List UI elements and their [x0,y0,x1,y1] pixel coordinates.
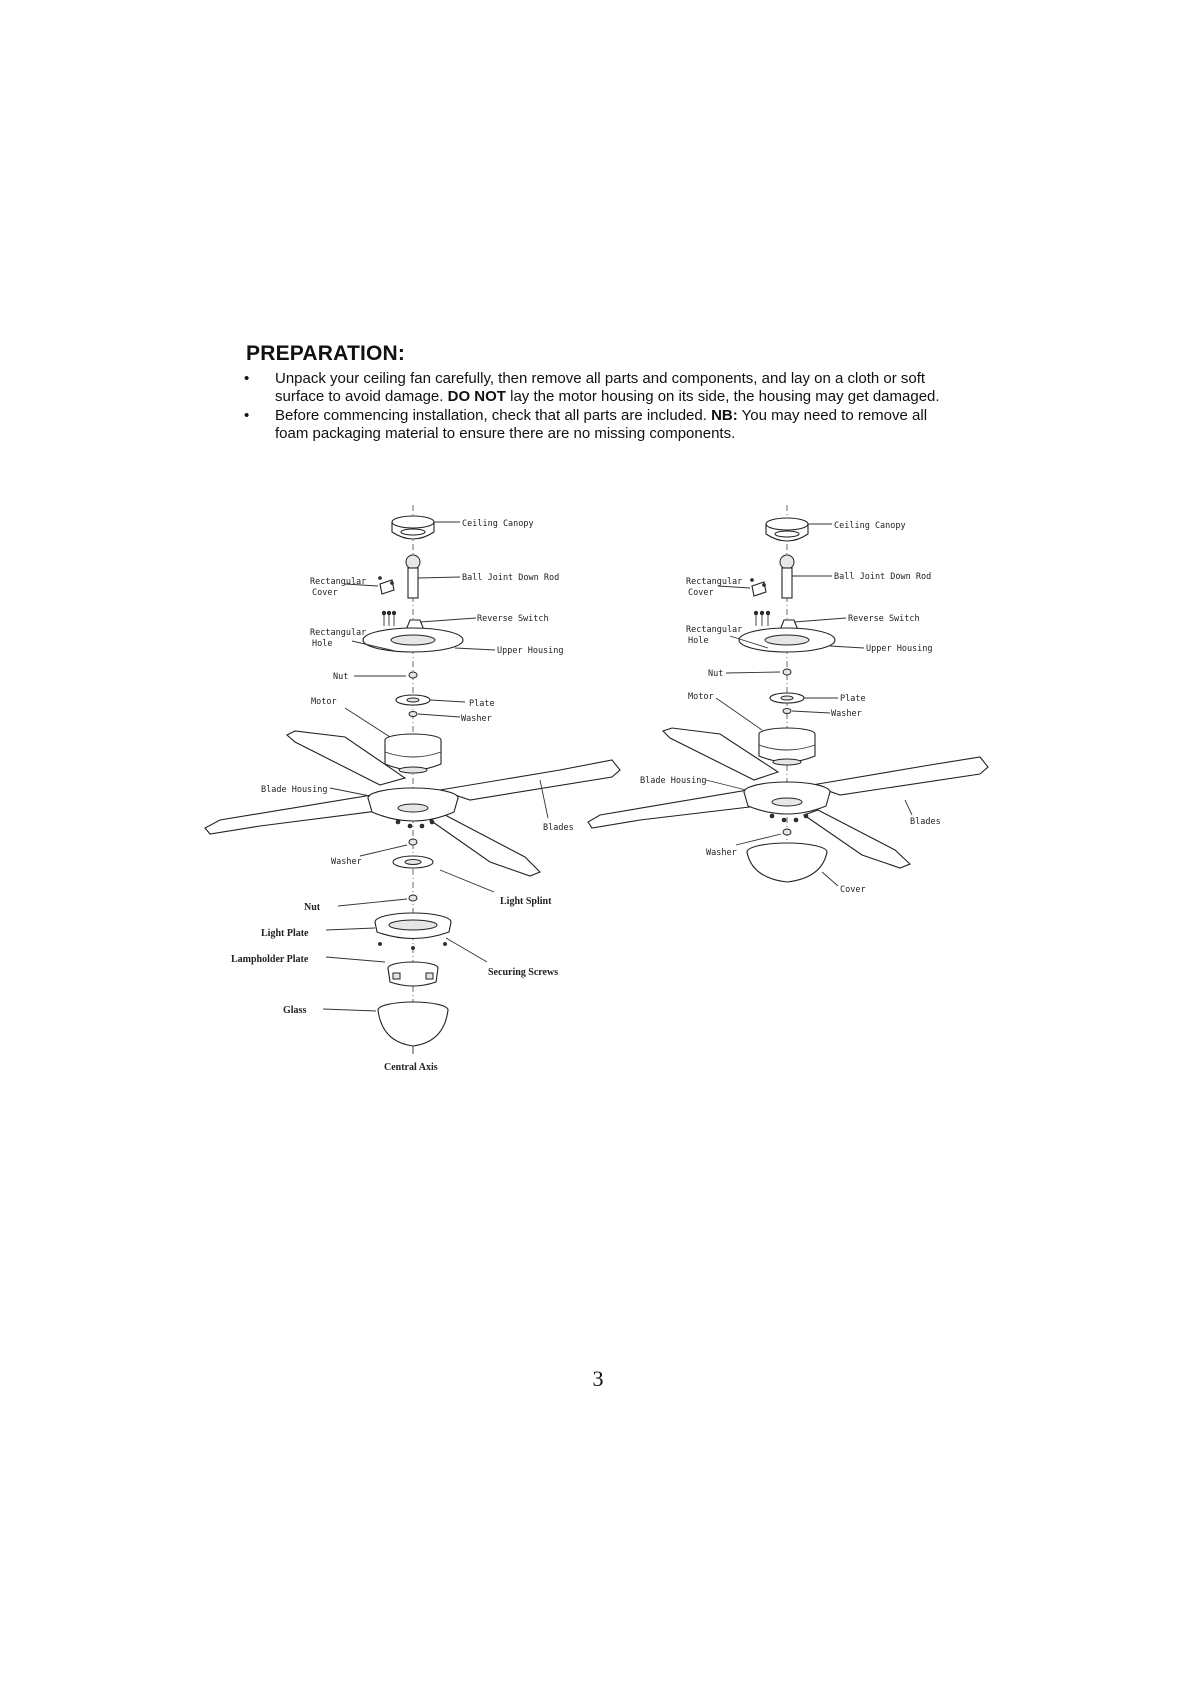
leader-lines [322,521,549,1054]
screws-part [753,610,771,626]
label-rectangular-hole-1: Rectangular [686,625,742,635]
nut-part [782,668,792,676]
bullet-emphasis: NB: [711,407,738,424]
light-plate-part [374,912,452,950]
diagram-with-cover: Ceiling Canopy Rectangular Cover Ball Jo… [587,505,989,895]
label-motor: Motor [311,697,337,707]
label-ball-joint-down-rod: Ball Joint Down Rod [462,573,559,583]
section-heading: PREPARATION: [246,342,406,365]
label-reverse-switch: Reverse Switch [848,614,920,624]
washer2-part [408,838,418,846]
nut-part [408,671,418,679]
label-washer: Washer [831,709,862,719]
label-ball-joint-down-rod: Ball Joint Down Rod [834,572,931,582]
cover-part [746,842,828,883]
light-splint-part [392,855,434,869]
label-cover: Cover [840,885,866,895]
label-nut-2: Nut [304,902,321,913]
label-central-axis: Central Axis [384,1062,438,1073]
bullet-item: Before commencing installation, check th… [243,407,963,443]
label-rectangular-hole-2: Hole [312,639,332,649]
washer-part [408,711,418,717]
rectangular-cover-part [750,578,767,597]
bullet-text: lay the motor housing on its side, the h… [505,388,940,405]
label-rectangular-cover-1: Rectangular [686,577,742,587]
label-blades: Blades [543,823,574,833]
label-light-splint: Light Splint [500,896,552,907]
leader-lines [705,523,913,887]
label-rectangular-hole-1: Rectangular [310,628,366,638]
down-rod-part [779,554,795,599]
label-washer-2: Washer [331,857,362,867]
motor-part [384,733,442,774]
label-plate: Plate [469,699,495,709]
label-ceiling-canopy: Ceiling Canopy [462,519,534,529]
label-rectangular-cover-2: Cover [312,588,338,598]
label-blade-housing: Blade Housing [261,785,328,795]
down-rod-part [405,554,421,599]
page-number: 3 [592,1366,604,1391]
label-plate: Plate [840,694,866,704]
blade-housing-part [743,781,831,823]
diagram-with-light-kit: Ceiling Canopy Rectangular Cover Ball Jo… [204,505,621,1073]
label-washer-2: Washer [706,848,737,858]
blade-housing-part [367,787,459,829]
screws-part [381,610,397,626]
motor-part [758,727,816,766]
washer-part [782,708,792,714]
plate-part [769,692,805,704]
bullet-text: You may need to remove all foam packagin… [275,407,928,442]
bullet-text: Unpack your ceiling fan carefully, then … [275,370,926,405]
label-blade-housing: Blade Housing [640,776,707,786]
lampholder-plate-part [387,961,439,987]
blades-part [204,730,621,877]
bullet-text: Before commencing installation, check th… [275,407,712,424]
label-blades: Blades [910,817,941,827]
bullet-emphasis: DO NOT [447,388,506,405]
label-securing-screws: Securing Screws [488,967,558,978]
ceiling-canopy-part [765,517,809,542]
label-rectangular-cover-2: Cover [688,588,714,598]
washer2-part [782,828,792,836]
upper-housing-part [362,619,464,653]
label-rectangular-cover-1: Rectangular [310,577,366,587]
label-rectangular-hole-2: Hole [688,636,708,646]
nut2-part [408,894,418,902]
label-upper-housing: Upper Housing [866,644,933,654]
glass-part [377,1001,449,1047]
blades-part [587,727,989,869]
preparation-list: Unpack your ceiling fan carefully, then … [243,370,963,444]
label-light-plate: Light Plate [261,928,309,939]
label-lampholder-plate: Lampholder Plate [231,954,309,965]
upper-housing-part [738,619,836,653]
label-glass: Glass [283,1005,306,1016]
label-upper-housing: Upper Housing [497,646,564,656]
label-nut: Nut [333,672,348,682]
plate-part [395,694,431,706]
label-motor: Motor [688,692,714,702]
label-nut: Nut [708,669,723,679]
rectangular-cover-part [378,576,395,595]
label-ceiling-canopy: Ceiling Canopy [834,521,906,531]
bullet-item: Unpack your ceiling fan carefully, then … [243,370,963,406]
ceiling-canopy-part [391,515,435,540]
label-reverse-switch: Reverse Switch [477,614,549,624]
label-washer: Washer [461,714,492,724]
